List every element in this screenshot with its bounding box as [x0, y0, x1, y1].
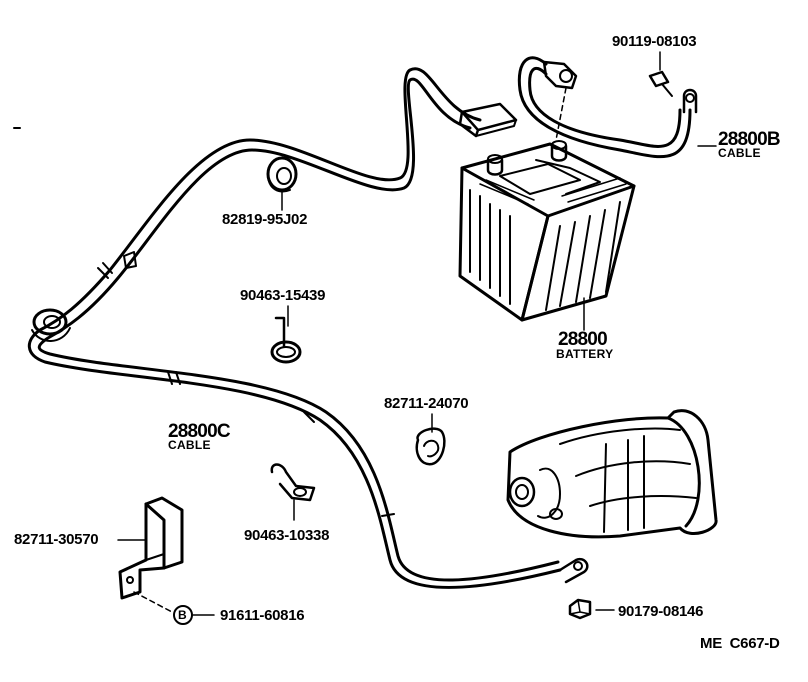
loop-grommet — [31, 308, 71, 342]
nut-part — [568, 598, 615, 620]
footer-code: ME C667-D — [700, 635, 780, 652]
cable-end-connector — [458, 102, 518, 138]
grommet-part — [266, 156, 298, 211]
label-main-cable-no: 28800C — [168, 421, 231, 442]
starter-cable-lug — [558, 557, 589, 584]
battery — [458, 140, 636, 331]
bolt-marker-circle — [173, 605, 193, 625]
post-dashed-line — [555, 87, 567, 141]
main-cable — [27, 67, 562, 589]
label-bolt-marker: B — [178, 608, 187, 622]
clamp-upper-part — [270, 305, 302, 364]
starter-motor — [506, 409, 718, 539]
clamp-lower-part — [270, 463, 316, 521]
label-main-cable-name: CABLE — [168, 438, 211, 452]
label-positive-cable-name: CABLE — [718, 146, 761, 160]
bracket-part — [117, 496, 184, 613]
label-clip-cable: 82711-24070 — [384, 395, 469, 412]
label-clamp-lower: 90463-10338 — [244, 527, 330, 544]
label-bracket: 82711-30570 — [14, 531, 99, 548]
label-battery-no: 28800 — [558, 329, 608, 350]
label-clamp-upper: 90463-15439 — [240, 287, 326, 304]
cable-clip-small — [123, 251, 137, 269]
label-battery-name: BATTERY — [556, 347, 614, 361]
clip-cable-part — [415, 413, 446, 466]
label-grommet: 82819-95J02 — [222, 211, 308, 228]
label-nut: 90179-08146 — [618, 603, 704, 620]
label-terminal-bolt: 90119-08103 — [612, 33, 697, 50]
positive-cable — [517, 56, 717, 159]
terminal-bolt-part — [648, 51, 673, 97]
label-positive-cable-no: 28800B — [718, 129, 781, 150]
label-bolt: 91611-60816 — [220, 607, 305, 624]
